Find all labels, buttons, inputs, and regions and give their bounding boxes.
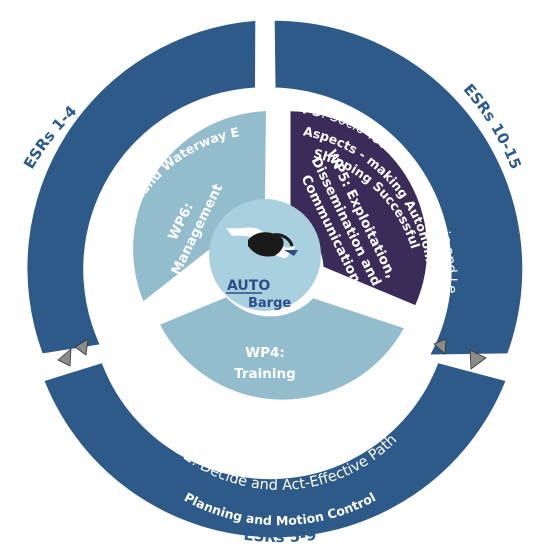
logo-auto-text: AUTO (227, 278, 270, 294)
wp3-segment (274, 20, 523, 355)
esr-bottom-label: ESRs 5-9 (243, 526, 318, 546)
wp5-segment (290, 111, 428, 306)
logo-barge-text: Barge (248, 296, 291, 311)
wp4-label-1: WP4: (245, 345, 285, 361)
wp1-segment (27, 20, 256, 354)
arrow-right-2-icon (469, 349, 487, 370)
arrow-left-1-icon (57, 348, 72, 367)
wp6-segment (133, 111, 266, 302)
wp2-segment (44, 363, 506, 538)
barge-logo-icon (226, 227, 298, 258)
wp4-segment (160, 297, 404, 400)
arrow-left-2-icon (74, 338, 89, 356)
arrow-right-1-icon (433, 338, 447, 355)
wp4-label-2: Training (234, 366, 296, 382)
